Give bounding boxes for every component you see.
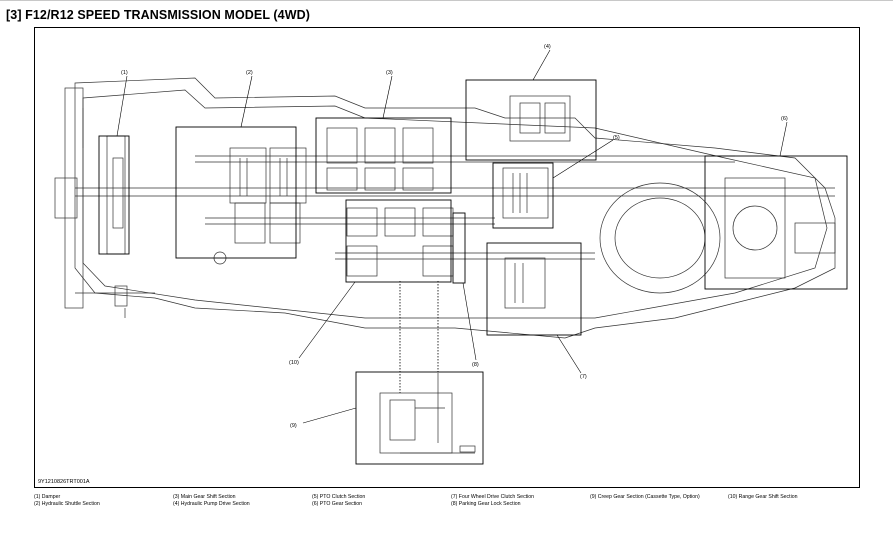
legend-column-4: (7) Four Wheel Drive Clutch Section (8) … [451,494,534,507]
callout-1: (1) [121,70,128,76]
range-gear-shift-box [345,199,452,283]
main-gear-shift-box [315,117,452,194]
figure-code: 9Y1210826TRT001A [38,479,90,485]
legend-column-1: (1) Damper (2) Hydraulic Shuttle Section [34,494,100,507]
legend-column-5: (9) Creep Gear Section (Cassette Type, O… [590,494,700,501]
pto-gear-box [704,155,848,290]
transmission-drawing: (1) (2) (3) (4) (5) (6) (7) (8) (9) (10)… [34,27,860,488]
legend-item: (7) Four Wheel Drive Clutch Section [451,494,535,500]
legend-item: (9) Creep Gear Section (Cassette Type, O… [590,494,700,500]
legend-item: (2) Hydraulic Shuttle Section [34,500,100,507]
creep-gear-box [355,371,484,465]
legend-item: (6) PTO Gear Section [312,500,363,507]
legend-item: (1) Damper [34,494,61,500]
callout-2: (2) [246,70,253,76]
callout-5: (5) [613,135,620,141]
legend-column-6: (10) Range Gear Shift Section [728,494,798,501]
callout-8: (8) [472,362,479,368]
transmission-diagram: (1) (2) (3) (4) (5) (6) (7) (8) (9) (10) [54,44,848,465]
callout-10: (10) [289,360,299,366]
damper-box [98,135,130,255]
legend-item: (10) Range Gear Shift Section [728,494,798,500]
legend-column-2: (3) Main Gear Shift Section (4) Hydrauli… [173,494,250,507]
hydraulic-pump-drive-box [465,79,597,161]
page-title: [3] F12/R12 SPEED TRANSMISSION MODEL (4W… [6,8,311,22]
hydraulic-shuttle-box [175,126,297,259]
pto-clutch-box [492,162,554,229]
legend-column-3: (5) PTO Clutch Section (6) PTO Gear Sect… [312,494,365,507]
callout-7: (7) [580,374,587,380]
callout-9: (9) [290,423,297,429]
top-rule [0,0,893,1]
callout-6: (6) [781,116,788,122]
legend-item: (8) Parking Gear Lock Section [451,500,521,507]
four-wheel-drive-box [486,242,582,336]
legend-item: (3) Main Gear Shift Section [173,494,236,500]
legend-item: (4) Hydraulic Pump Drive Section [173,500,250,507]
parking-gear-lock-box [452,212,466,284]
callout-4: (4) [544,44,551,50]
callout-3: (3) [386,70,393,76]
legend-item: (5) PTO Clutch Section [312,494,366,500]
